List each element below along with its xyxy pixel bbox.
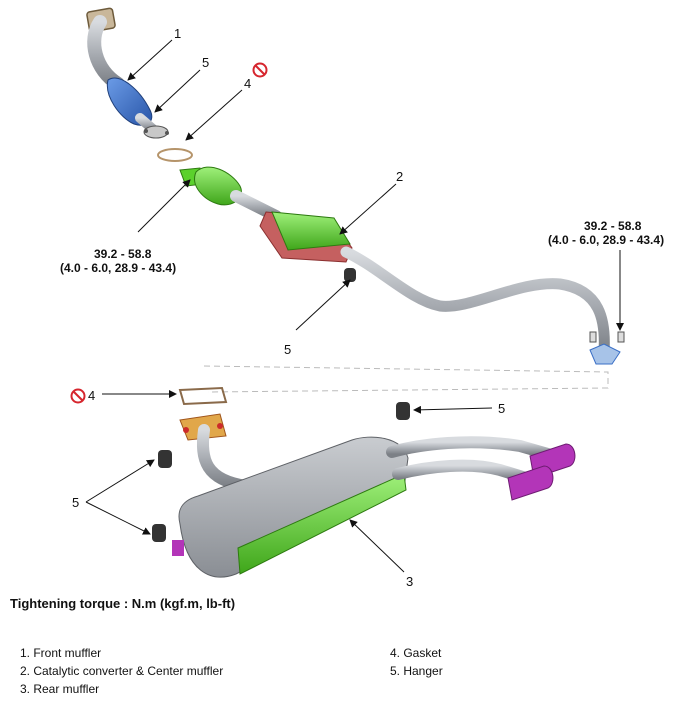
leader-5-right [413,405,493,414]
parts-legend-left: 1. Front muffler 2. Catalytic converter … [20,644,223,698]
flange-bolt [589,331,597,343]
front-pipe [87,15,125,91]
tail-tip-lower [507,465,554,501]
connection-line [203,365,609,393]
rear-muffler-body [178,436,409,578]
callout-catalytic-center: 2 [396,169,403,184]
leader-2 [339,183,397,235]
legend-item-catalytic-center: 2. Catalytic converter & Center muffler [20,664,224,678]
exhaust-system-diagram: 1 5 4 2 5 4 5 5 3 39.2 - 58.8 (4.0 - 6.0… [60,7,664,589]
hanger-bottom-rubber [152,524,166,542]
parts-legend-right: 4. Gasket 5. Hanger [390,644,443,680]
legend-item-front-muffler: 1. Front muffler [20,646,102,660]
hanger-bracket [172,540,184,556]
hanger-left-rubber [158,450,172,468]
callout-hanger-top: 5 [202,55,209,70]
catalytic-center-assembly [179,166,625,365]
callout-front-muffler: 1 [174,26,181,41]
callout-gasket-top: 4 [244,76,251,91]
rear-inlet-pipe [196,424,252,492]
rear-flange [589,343,621,365]
leader-torque-left [137,179,191,233]
flange-bolt [144,129,148,133]
torque-right-value: 39.2 - 58.8 [584,219,642,233]
rear-muffler-green-band [237,473,407,575]
torque-unit-title: Tightening torque : N.m (kgf.m, lb-ft) [10,596,236,611]
rear-outlet-pipe-lower [392,459,532,484]
callout-rear-muffler: 3 [406,574,413,589]
torque-right-imperial: (4.0 - 6.0, 28.9 - 43.4) [548,233,664,247]
torque-left-value: 39.2 - 58.8 [94,247,152,261]
legend-item-gasket: 4. Gasket [390,646,442,660]
center-muffler-shield [271,211,351,251]
legend-item-hanger: 5. Hanger [390,664,443,678]
hanger-top-right-rubber [396,402,410,420]
front-muffler-assembly [86,7,169,139]
flange-bolt [165,131,169,135]
torque-left-imperial: (4.0 - 6.0, 28.9 - 43.4) [60,261,176,275]
rear-outlet-pipe-upper [386,436,554,460]
leader-1 [127,39,173,81]
gasket-mid [178,386,228,406]
flange-bolt [217,423,223,429]
leader-4-top [185,89,243,141]
flange-bolt [617,331,625,343]
leader-5-left-b [85,501,151,535]
callout-hanger-mid: 5 [284,342,291,357]
gasket-top [157,148,193,162]
callout-gasket-mid: 4 [88,388,95,403]
flange-bolt [183,427,189,433]
no-reuse-icon [70,388,86,404]
rear-muffler-assembly [152,402,576,578]
legend-item-rear-muffler: 3. Rear muffler [20,682,100,696]
hanger-mid-rubber [344,268,356,282]
leader-5-mid [295,279,351,331]
leader-5-top [154,69,201,113]
leader-5-left-a [85,459,155,503]
callout-hanger-right: 5 [498,401,505,416]
leader-3 [349,519,405,573]
tail-pipe [340,246,610,358]
no-reuse-icon [252,62,268,78]
callout-hanger-left: 5 [72,495,79,510]
